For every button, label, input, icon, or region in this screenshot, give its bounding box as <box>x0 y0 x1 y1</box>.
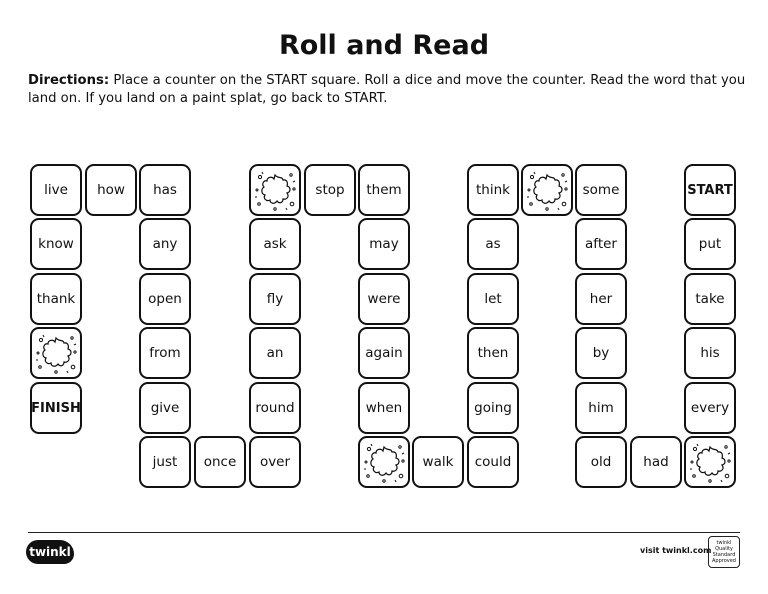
paint-splat-icon <box>249 164 301 216</box>
footer-divider <box>28 532 740 533</box>
square-how: how <box>85 164 137 216</box>
square-has: has <box>139 164 191 216</box>
square-when: when <box>358 382 410 434</box>
square-think: think <box>467 164 519 216</box>
square-going: going <box>467 382 519 434</box>
square-over: over <box>249 436 301 488</box>
quality-badge-icon: twinkl Quality Standard Approved <box>708 536 740 568</box>
square-thank: thank <box>30 273 82 325</box>
square-may: may <box>358 218 410 270</box>
square-some: some <box>575 164 627 216</box>
square-him: him <box>575 382 627 434</box>
square-then: then <box>467 327 519 379</box>
square-an: an <box>249 327 301 379</box>
square-had: had <box>630 436 682 488</box>
square-fly: fly <box>249 273 301 325</box>
start-square: START <box>684 164 736 216</box>
paint-splat-icon <box>684 436 736 488</box>
square-take: take <box>684 273 736 325</box>
square-once: once <box>194 436 246 488</box>
square-live: live <box>30 164 82 216</box>
directions: Directions: Place a counter on the START… <box>28 72 748 108</box>
twinkl-logo: twinkl <box>26 540 74 564</box>
square-old: old <box>575 436 627 488</box>
square-open: open <box>139 273 191 325</box>
square-any: any <box>139 218 191 270</box>
square-put: put <box>684 218 736 270</box>
directions-label: Directions: <box>28 73 110 88</box>
visit-link[interactable]: visit twinkl.com <box>640 546 712 555</box>
square-them: them <box>358 164 410 216</box>
square-after: after <box>575 218 627 270</box>
finish-square: FINISH <box>30 382 82 434</box>
square-just: just <box>139 436 191 488</box>
square-his: his <box>684 327 736 379</box>
square-again: again <box>358 327 410 379</box>
square-let: let <box>467 273 519 325</box>
square-know: know <box>30 218 82 270</box>
square-round: round <box>249 382 301 434</box>
square-walk: walk <box>412 436 464 488</box>
square-stop: stop <box>304 164 356 216</box>
directions-text: Place a counter on the START square. Rol… <box>28 73 746 106</box>
square-could: could <box>467 436 519 488</box>
square-by: by <box>575 327 627 379</box>
square-her: her <box>575 273 627 325</box>
page-title: Roll and Read <box>278 30 490 61</box>
square-every: every <box>684 382 736 434</box>
square-were: were <box>358 273 410 325</box>
square-ask: ask <box>249 218 301 270</box>
square-from: from <box>139 327 191 379</box>
square-as: as <box>467 218 519 270</box>
square-give: give <box>139 382 191 434</box>
paint-splat-icon <box>358 436 410 488</box>
paint-splat-icon <box>521 164 573 216</box>
paint-splat-icon <box>30 327 82 379</box>
